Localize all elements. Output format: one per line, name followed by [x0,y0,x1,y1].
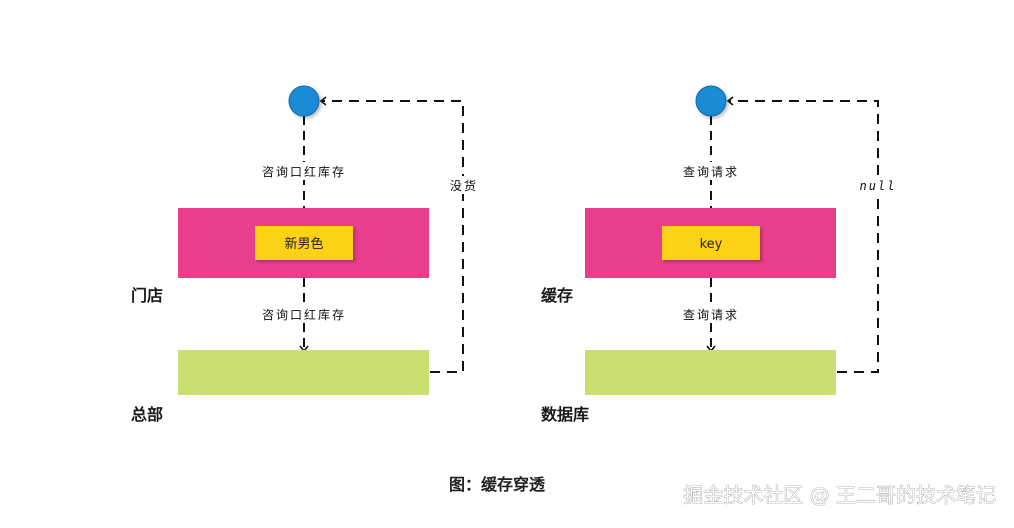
right-edge-top-label: 查询请求 [683,165,739,179]
right-key-label: key [700,237,723,252]
watermark: 掘金技术社区 @ 王二哥的技术笔记 [683,483,996,507]
figure-caption: 图：缓存穿透 [449,475,546,494]
left-backend-layer [178,350,429,395]
left-key-box [255,226,353,260]
right-request-node [695,85,727,117]
left-edge-mid-label: 咨询口红库存 [262,307,346,322]
right-edge-mid-label: 查询请求 [683,308,739,322]
right-edge-return-label: null [860,179,897,193]
right-backend-label: 数据库 [541,405,589,424]
left-edge-top-label: 咨询口红库存 [262,164,346,179]
left-request-node [288,85,320,117]
left-edge-return-label: 没货 [450,178,478,193]
left-key-label: 新男色 [284,236,323,252]
left-cache-label: 门店 [131,286,163,305]
left-backend-label: 总部 [131,405,163,424]
right-diagram: key 查询请求 查询请求 null 缓存 数据库 [540,85,900,424]
right-key-box [662,226,760,260]
left-return-edge [319,96,464,373]
right-return-edge [726,96,879,373]
right-backend-layer [585,350,836,395]
right-cache-label: 缓存 [540,286,573,305]
left-diagram: 新男色 咨询口红库存 咨询口红库存 没货 门店 总部 [131,85,478,424]
